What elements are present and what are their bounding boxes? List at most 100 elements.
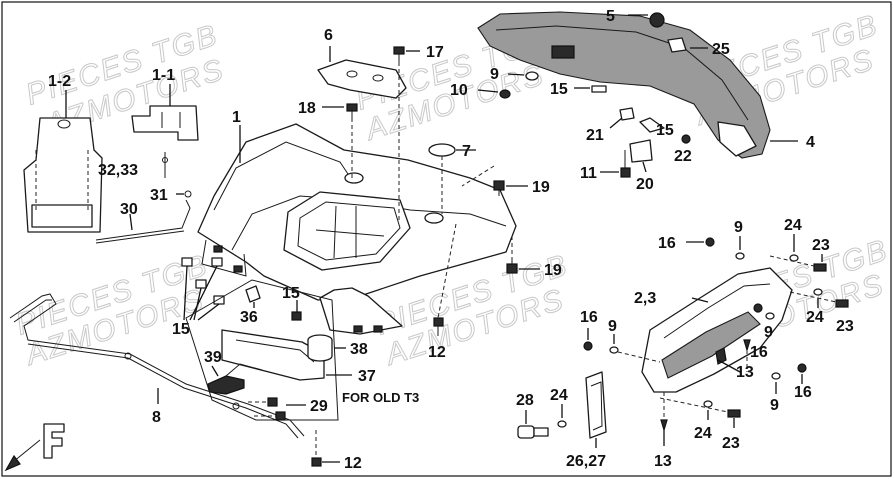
callout-21: 21 xyxy=(586,127,604,144)
cap-7 xyxy=(428,143,456,157)
bolt-13 xyxy=(660,392,668,433)
callout-32-33: 32,33 xyxy=(98,162,138,179)
nut-10 xyxy=(499,89,511,99)
callout-12: 12 xyxy=(428,344,446,361)
callout-16: 16 xyxy=(750,344,768,361)
f-arrow-logo-icon xyxy=(4,423,65,472)
washer-9 xyxy=(735,252,745,260)
callout-15: 15 xyxy=(550,81,568,98)
callout-11: 11 xyxy=(580,165,597,182)
callout-9: 9 xyxy=(770,397,779,414)
callout-39: 39 xyxy=(204,349,222,366)
callout-31: 31 xyxy=(150,187,168,204)
clip-36 xyxy=(245,285,261,303)
callout-23: 23 xyxy=(836,318,854,335)
washer-9 xyxy=(771,372,781,380)
callout-1-2: 1-2 xyxy=(48,73,71,90)
callout-24: 24 xyxy=(806,309,824,326)
callout-24: 24 xyxy=(694,425,712,442)
callout-17: 17 xyxy=(426,44,444,61)
callout-8: 8 xyxy=(152,409,161,426)
callout-37: 37 xyxy=(358,368,376,385)
bolt-19-lower xyxy=(506,258,518,274)
part-8-support-rod xyxy=(9,293,305,439)
callout-15: 15 xyxy=(282,285,300,302)
clip-25 xyxy=(667,37,687,53)
washer-24 xyxy=(789,254,799,262)
callout-15: 15 xyxy=(172,321,190,338)
callout-7: 7 xyxy=(462,143,471,160)
nut-16 xyxy=(797,363,807,373)
note-for-old-t3: FOR OLD T3 xyxy=(342,390,419,405)
bolt-23 xyxy=(727,409,741,418)
nut-16 xyxy=(753,303,763,313)
bolt-11 xyxy=(620,150,631,178)
clip-15-mid xyxy=(291,311,302,321)
callout-26-27: 26,27 xyxy=(566,453,606,470)
callout-20: 20 xyxy=(636,176,654,193)
bolt-28 xyxy=(517,425,549,439)
callout-15: 15 xyxy=(656,122,674,139)
bolt-23 xyxy=(835,299,849,308)
part-1-rear-fender xyxy=(197,123,517,335)
washer-9 xyxy=(525,71,539,81)
washer-24 xyxy=(813,288,823,296)
callout-2-3: 2,3 xyxy=(634,290,656,307)
knob-5 xyxy=(649,12,665,28)
part-6-bracket xyxy=(317,59,407,99)
callout-23: 23 xyxy=(722,435,740,452)
nut-22 xyxy=(681,134,691,144)
callout-1-1: 1-1 xyxy=(152,67,175,84)
callout-18: 18 xyxy=(298,100,316,117)
callout-38: 38 xyxy=(350,341,368,358)
part-1-2-panel xyxy=(23,117,103,233)
part-1-1-bracket xyxy=(131,105,199,141)
callout-30: 30 xyxy=(120,201,138,218)
bolt-17 xyxy=(393,46,405,62)
nut-16 xyxy=(705,237,715,247)
callout-28: 28 xyxy=(516,392,534,409)
callout-13: 13 xyxy=(654,453,672,470)
callout-4: 4 xyxy=(806,134,815,151)
bolt-12-mid xyxy=(433,317,444,336)
block-21 xyxy=(619,107,635,121)
plate-20 xyxy=(629,139,653,163)
callout-25: 25 xyxy=(712,41,730,58)
callout-24: 24 xyxy=(550,387,568,404)
bolt-23 xyxy=(813,263,827,272)
washer-24 xyxy=(703,400,713,408)
callout-9: 9 xyxy=(608,318,617,335)
callout-23: 23 xyxy=(812,237,830,254)
callout-16: 16 xyxy=(658,235,676,252)
nut-16 xyxy=(583,341,593,351)
callout-16: 16 xyxy=(794,384,812,401)
old-t3-group xyxy=(185,279,339,421)
washer-9 xyxy=(765,312,775,320)
bolt-12-bottom xyxy=(311,430,322,467)
part-26-27-strip xyxy=(585,371,607,439)
callout-16: 16 xyxy=(580,309,598,326)
clip-15-right xyxy=(639,117,665,133)
callout-1: 1 xyxy=(232,109,241,126)
callout-10: 10 xyxy=(450,82,468,99)
callout-19: 19 xyxy=(544,262,562,279)
clip-15 xyxy=(591,85,607,93)
callout-9: 9 xyxy=(734,219,743,236)
bolt-13 xyxy=(743,339,751,372)
washer-9 xyxy=(609,346,619,354)
callout-9: 9 xyxy=(490,66,499,83)
callout-13: 13 xyxy=(736,364,754,381)
callout-5: 5 xyxy=(606,8,615,25)
bolt-19-upper xyxy=(493,180,505,196)
bolts-29 xyxy=(248,397,286,421)
bolt-18 xyxy=(346,103,358,118)
callout-19: 19 xyxy=(532,179,550,196)
washer-24 xyxy=(557,420,567,428)
part-2-3-mudguard xyxy=(641,267,793,393)
callout-36: 36 xyxy=(240,309,258,326)
callout-12: 12 xyxy=(344,455,362,472)
callout-29: 29 xyxy=(310,398,328,415)
callout-9: 9 xyxy=(764,324,773,341)
